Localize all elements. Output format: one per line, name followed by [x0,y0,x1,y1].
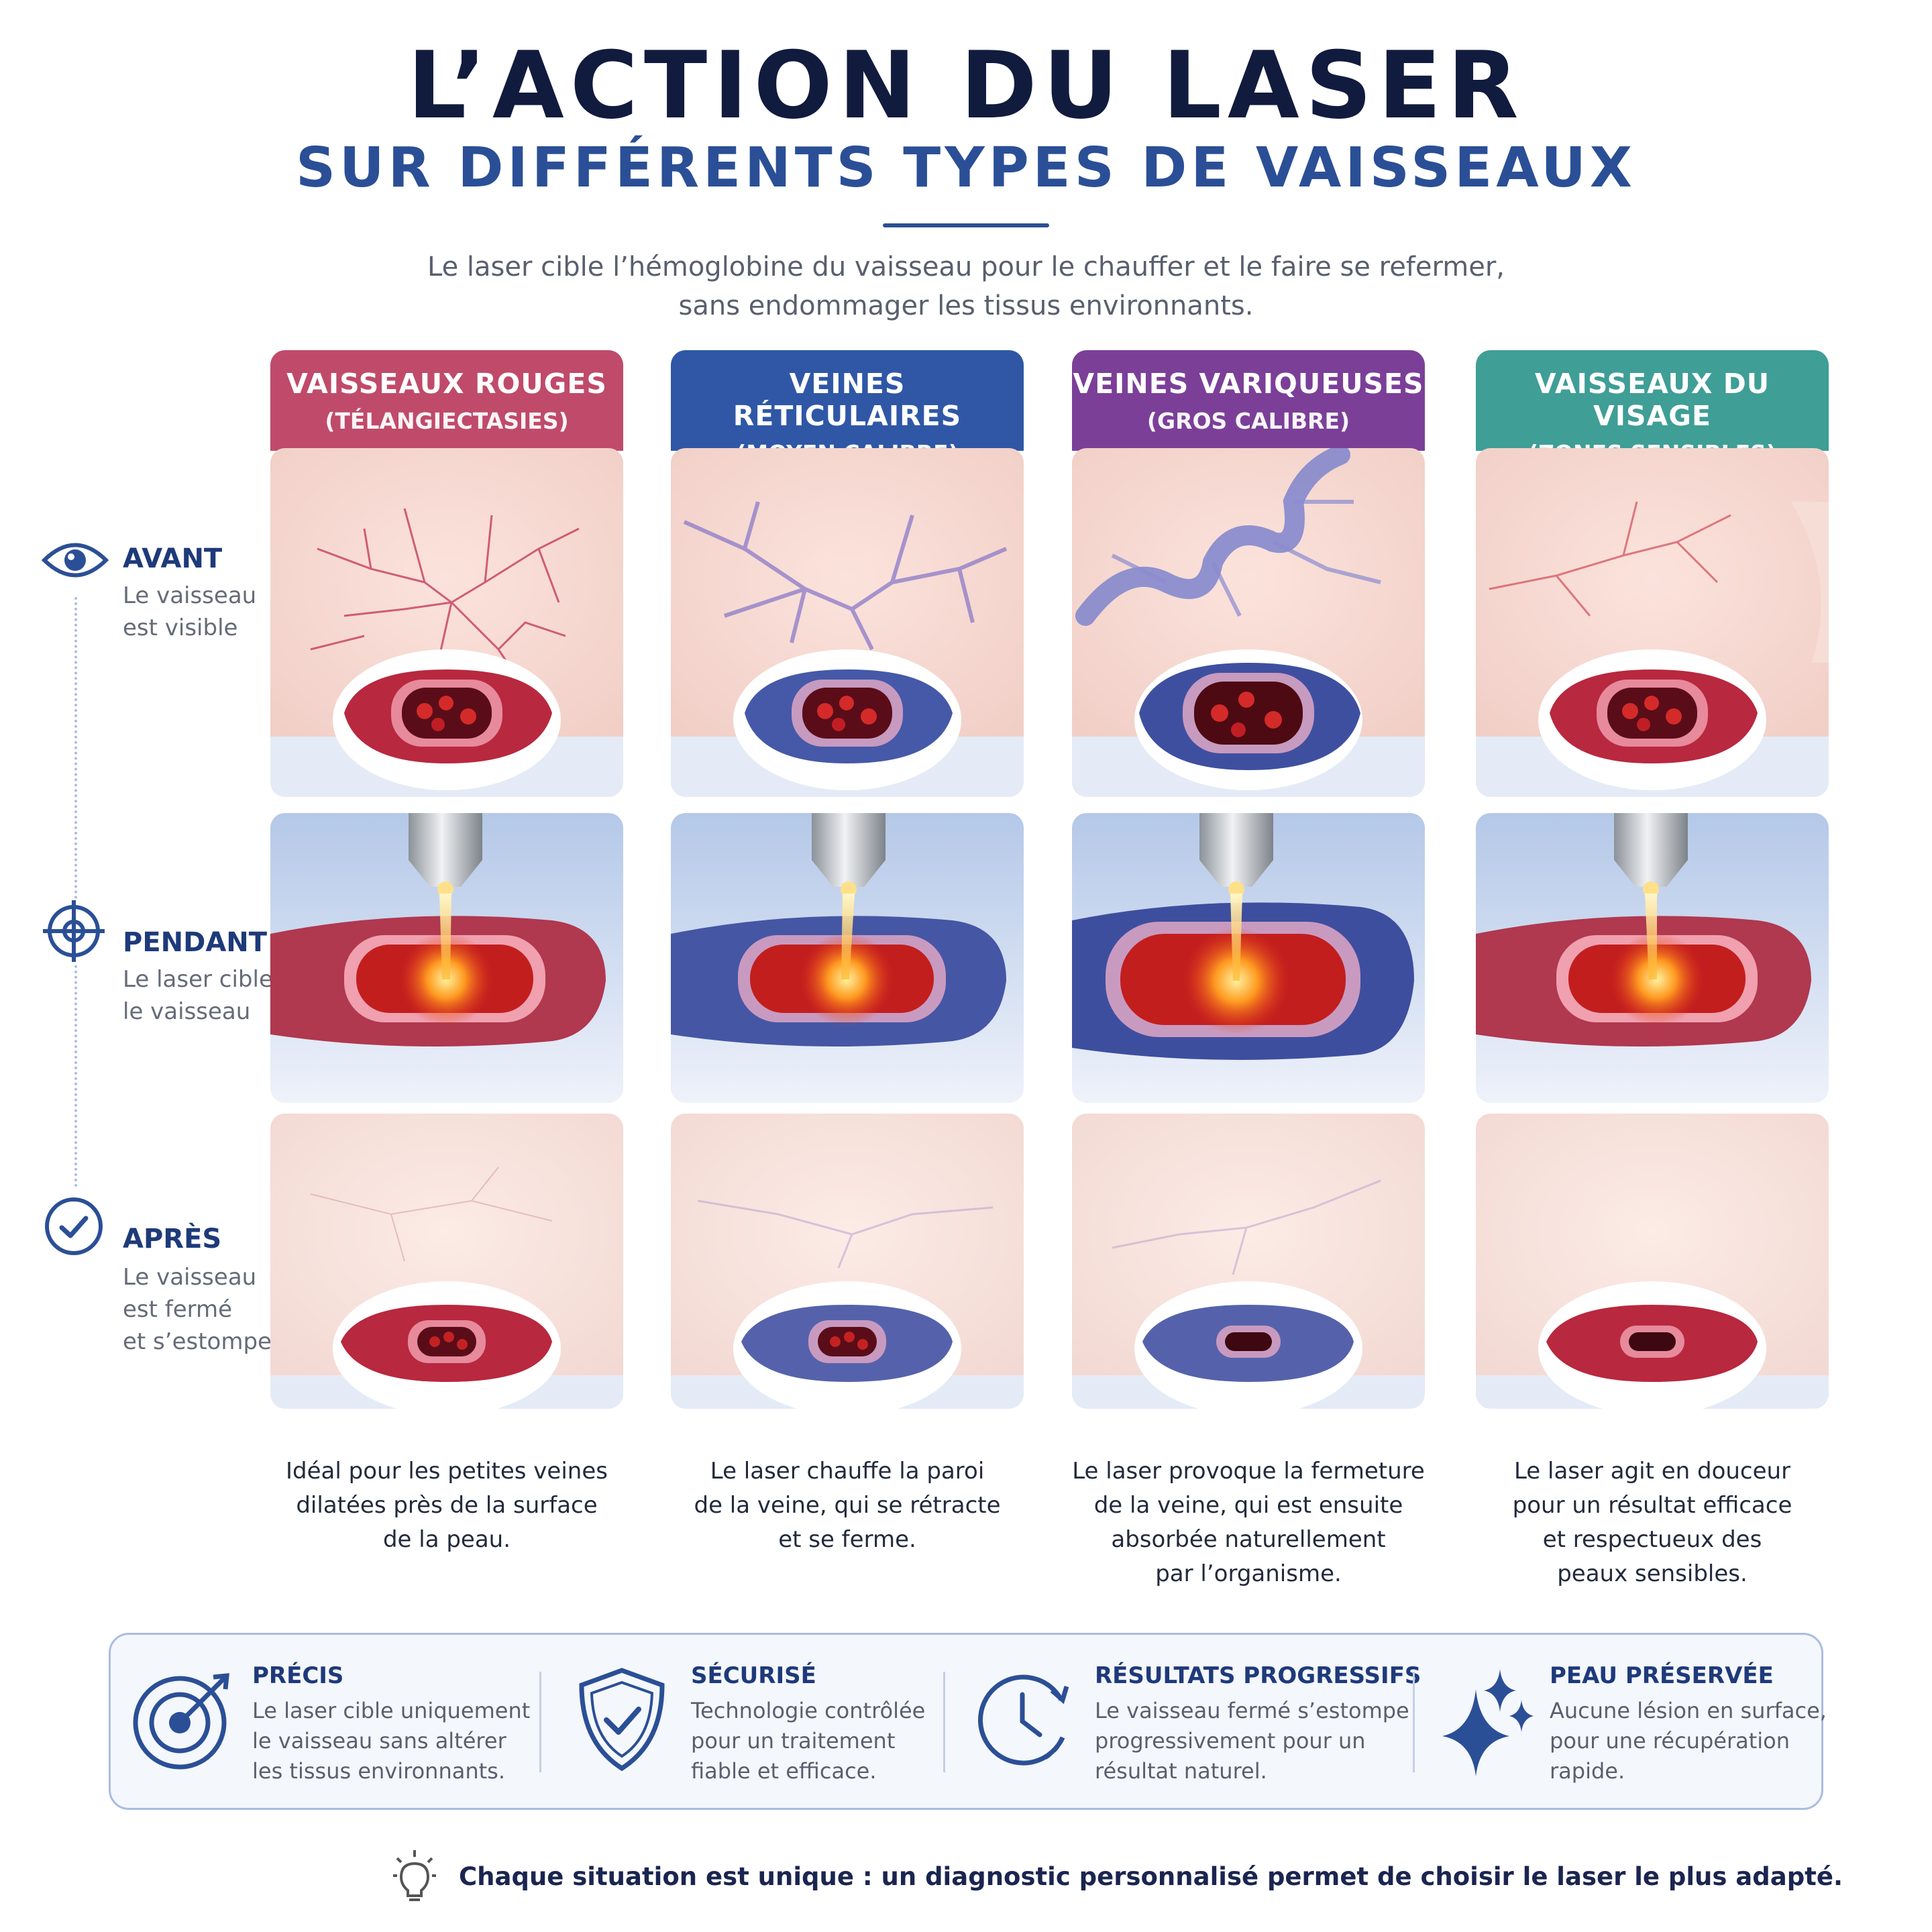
phase-desc-apres-1: Le vaisseau [123,1264,257,1291]
target-icon [133,1673,229,1770]
benefit-line: les tissus environnants. [252,1758,505,1784]
benefit-line: fiable et efficace. [691,1758,877,1784]
phase-desc-apres-3: et s’estompe [123,1328,272,1355]
column-header-vaisseaux-rouges: VAISSEAUX ROUGES (TÉLANGIECTASIES) [270,350,623,451]
column-title: VEINES VARIQUEUSES [1073,368,1424,400]
during-illustration-rouges [270,813,623,1103]
phase-title-pendant: PENDANT [123,927,268,958]
benefit-line: résultat naturel. [1095,1758,1267,1784]
benefit-line: Technologie contrôlée [691,1698,926,1723]
column-title: VAISSEAUX DU VISAGE [1534,368,1770,432]
benefit-text-peau: Aucune lésion en surface, pour une récup… [1550,1696,1827,1786]
page-title: L’ACTION DU LASER [407,32,1525,140]
column-subtitle: (GROS CALIBRE) [1146,408,1350,434]
during-illustration-variqueuses [1072,813,1425,1103]
desc-line: et respectueux des [1542,1526,1762,1553]
crosshair-icon [42,899,106,963]
column-description-visage: Le laser agit en douceur pour un résulta… [1476,1454,1829,1591]
eye-icon [42,543,109,578]
phase-desc-apres-2: est fermé [123,1296,233,1323]
lightbulb-icon [393,1850,436,1901]
shield-check-icon [579,1668,665,1772]
after-illustration-visage [1476,1114,1829,1409]
phase-desc-avant-1: Le vaisseau [123,582,257,609]
sparkles-icon [1442,1669,1534,1776]
desc-line: de la veine, qui est ensuite [1093,1492,1403,1519]
column-description-reticulaires: Le laser chauffe la paroi de la veine, q… [671,1454,1024,1557]
phase-desc-pendant-1: Le laser cible [123,966,273,993]
benefits-panel [109,1633,1823,1810]
desc-line: de la peau. [382,1526,511,1553]
desc-line: Idéal pour les petites veines [286,1458,608,1485]
benefit-text-resultats: Le vaisseau fermé s’estompe progressivem… [1095,1696,1409,1786]
benefit-separator [1413,1672,1415,1772]
phase-title-avant: AVANT [123,543,223,574]
benefit-line: Le vaisseau fermé s’estompe [1095,1698,1409,1723]
column-header-veines-variqueuses: VEINES VARIQUEUSES (GROS CALIBRE) [1072,350,1425,451]
benefit-separator [943,1672,945,1772]
benefit-separator [539,1672,541,1772]
column-title: VAISSEAUX ROUGES [286,368,607,400]
after-illustration-rouges [270,1114,623,1409]
before-illustration-rouges [270,448,623,797]
intro-line-2: sans endommager les tissus environnants. [678,290,1254,321]
desc-line: Le laser chauffe la paroi [710,1458,985,1485]
benefit-line: pour une récupération [1550,1727,1790,1754]
benefit-line: rapide. [1550,1758,1625,1784]
benefit-line: pour un traitement [691,1727,896,1754]
title-divider [883,223,1049,227]
clock-icon [978,1674,1069,1766]
benefit-title-securise: SÉCURISÉ [691,1662,816,1689]
footer-note: Chaque situation est unique : un diagnos… [459,1862,1843,1891]
benefit-line: progressivement pour un [1095,1727,1366,1754]
benefit-line: Le laser cible uniquement [252,1698,531,1723]
phase-title-apres: APRÈS [123,1224,222,1254]
column-header-vaisseaux-visage: VAISSEAUX DU VISAGE (ZONES SENSIBLES) [1476,350,1829,466]
column-title: VEINES RÉTICULAIRES [733,368,962,432]
before-illustration-variqueuses [1072,448,1425,797]
before-illustration-reticulaires [671,448,1024,797]
desc-line: et se ferme. [778,1526,916,1553]
column-description-rouges: Idéal pour les petites veines dilatées p… [270,1454,623,1557]
benefit-line: Aucune lésion en surface, [1550,1698,1827,1723]
desc-line: dilatées près de la surface [296,1492,598,1519]
phase-timeline [74,597,77,1187]
desc-line: Le laser agit en douceur [1513,1458,1791,1485]
desc-line: peaux sensibles. [1557,1560,1748,1587]
benefit-title-precis: PRÉCIS [252,1662,344,1689]
desc-line: pour un résultat efficace [1512,1492,1792,1519]
benefit-text-precis: Le laser cible uniquement le vaisseau sa… [252,1696,530,1786]
before-illustration-visage [1476,448,1829,797]
desc-line: Le laser provoque la fermeture [1072,1458,1425,1485]
desc-line: par l’organisme. [1155,1560,1342,1587]
during-illustration-visage [1476,813,1829,1103]
benefit-title-resultats: RÉSULTATS PROGRESSIFS [1095,1662,1421,1689]
desc-line: de la veine, qui se rétracte [694,1492,1001,1519]
check-circle-icon [42,1194,106,1258]
after-illustration-variqueuses [1072,1114,1425,1409]
column-description-variqueuses: Le laser provoque la fermeture de la vei… [1072,1454,1425,1591]
page-subtitle: SUR DIFFÉRENTS TYPES DE VAISSEAUX [296,136,1636,200]
intro-line-1: Le laser cible l’hémoglobine du vaisseau… [427,252,1505,282]
column-header-veines-reticulaires: VEINES RÉTICULAIRES (MOYEN CALIBRE) [671,350,1024,466]
desc-line: absorbée naturellement [1111,1526,1386,1553]
phase-desc-avant-2: est visible [123,614,238,641]
benefit-title-peau: PEAU PRÉSERVÉE [1550,1662,1774,1689]
column-subtitle: (TÉLANGIECTASIES) [325,408,569,434]
benefit-text-securise: Technologie contrôlée pour un traitement… [691,1696,925,1786]
during-illustration-reticulaires [671,813,1024,1103]
benefit-line: le vaisseau sans altérer [252,1727,506,1754]
phase-desc-pendant-2: le vaisseau [123,998,251,1025]
after-illustration-reticulaires [671,1114,1024,1409]
